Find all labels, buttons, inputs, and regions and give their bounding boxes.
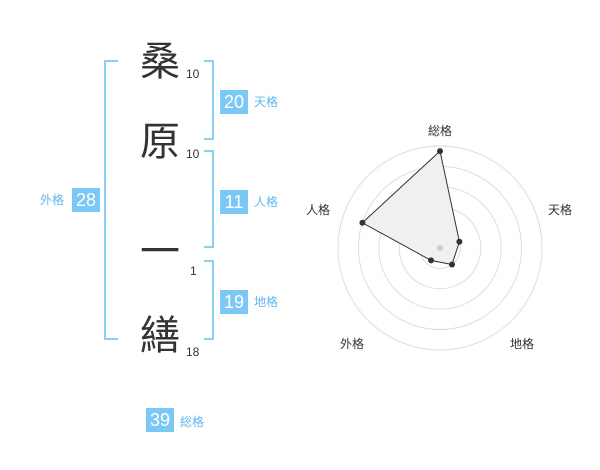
radar-label-chikaku: 地格 [510, 337, 535, 351]
gaikaku-badge: 28 [72, 188, 100, 212]
gaikaku-label: 外格 [40, 193, 65, 207]
radar-point-2 [456, 238, 463, 245]
radar-polygon [361, 150, 460, 266]
chikaku-bracket [204, 260, 214, 340]
radar-label-tenkaku: 天格 [548, 203, 573, 217]
name-char-1: 桑 [140, 39, 180, 85]
jinkaku-badge: 11 [220, 190, 248, 214]
stroke-count-2: 10 [186, 147, 200, 161]
jinkaku-bracket [204, 150, 214, 248]
chikaku-badge: 19 [220, 290, 248, 314]
soukaku-label: 総格 [180, 415, 205, 429]
radar-label-jinkaku: 人格 [306, 203, 331, 217]
radar-label-soukaku: 総格 [428, 124, 453, 138]
tenkaku-badge: 20 [220, 90, 248, 114]
stroke-count-4: 18 [186, 345, 200, 359]
tenkaku-bracket [204, 60, 214, 140]
name-char-4: 繕 [140, 313, 180, 359]
stroke-count-3: 1 [190, 264, 197, 278]
radar-point-4 [428, 257, 435, 264]
radar-label-gaikaku: 外格 [340, 337, 365, 351]
jinkaku-label: 人格 [254, 195, 279, 209]
radar-center [437, 245, 443, 251]
name-char-2: 原 [140, 119, 180, 165]
radar-ring [337, 145, 543, 351]
radar-point-1 [437, 148, 443, 155]
soukaku-badge: 39 [146, 408, 174, 432]
radar-chart [337, 145, 543, 351]
chikaku-label: 地格 [254, 295, 279, 309]
radar-points [359, 148, 463, 268]
radar-point-3 [448, 261, 455, 268]
gaikaku-bracket [104, 60, 118, 340]
name-char-3: 一 [140, 229, 180, 275]
radar-point-5 [359, 219, 366, 226]
tenkaku-label: 天格 [254, 95, 279, 109]
stroke-count-1: 10 [186, 67, 200, 81]
